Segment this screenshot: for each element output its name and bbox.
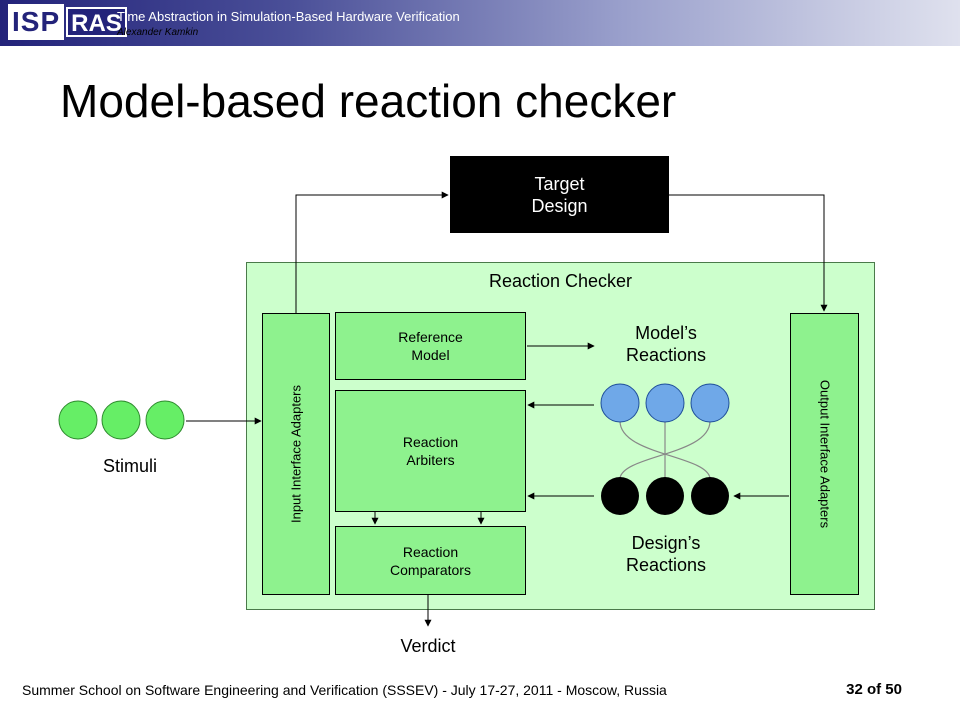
reference-model-box: Reference Model [335, 312, 526, 380]
page-number: 32 of 50 [846, 681, 902, 698]
footer-text: Summer School on Software Engineering an… [22, 682, 667, 698]
models-reactions-label: Model’s Reactions [625, 323, 707, 365]
input-to-target-arrow [295, 191, 449, 313]
stimulus-circle [101, 400, 141, 440]
design-reaction-circle [601, 477, 639, 515]
reaction-arbiters-label: Reaction Arbiters [402, 434, 459, 468]
logo-ras-text: RAS [66, 7, 127, 37]
target-to-output-arrow [669, 194, 828, 312]
stimuli-label: Stimuli [102, 456, 157, 476]
designs-reactions-label: Design’s Reactions [625, 533, 707, 575]
model-reaction-circle [690, 383, 730, 423]
output-interface-adapters-box: Output Interface Adapters [790, 313, 859, 595]
verdict-label: Verdict [400, 636, 456, 656]
stimulus-circle [58, 400, 98, 440]
model-reaction-circle [600, 383, 640, 423]
header-band: ISP RAS Time Abstraction in Simulation-B… [0, 0, 960, 46]
matching-curve-right [619, 420, 711, 479]
stimulus-circle [145, 400, 185, 440]
slide-title: Model-based reaction checker [60, 75, 677, 127]
model-reaction-circle [645, 383, 685, 423]
reaction-checker-label: Reaction Checker [488, 271, 633, 291]
author-name: Alexander Kamkin [117, 27, 199, 38]
reference-model-label: Reference Model [398, 329, 463, 363]
design-reaction-circle [691, 477, 729, 515]
input-interface-adapters-box: Input Interface Adapters [262, 313, 330, 595]
reaction-comparators-label: Reaction Comparators [390, 543, 471, 578]
ispras-logo: ISP RAS [8, 4, 127, 40]
design-reaction-circle [646, 477, 684, 515]
logo-isp-text: ISP [8, 4, 65, 40]
presentation-title: Time Abstraction in Simulation-Based Har… [117, 9, 460, 24]
matching-curve-left [619, 420, 711, 479]
target-design-label: Target Design [531, 173, 588, 216]
reaction-arbiters-box: Reaction Arbiters [335, 390, 526, 512]
target-design-box: Target Design [450, 156, 669, 233]
reaction-comparators-box: Reaction Comparators [335, 526, 526, 595]
